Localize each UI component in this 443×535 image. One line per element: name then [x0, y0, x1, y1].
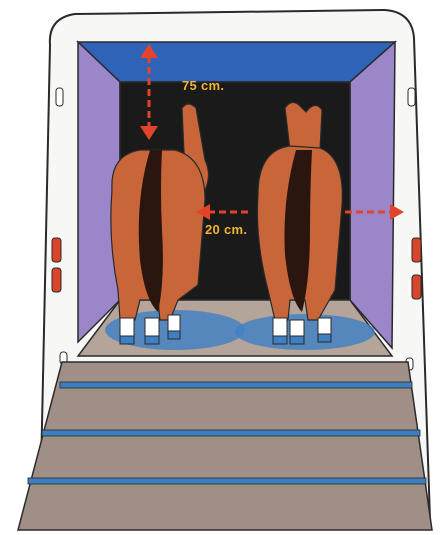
door-light-red	[412, 238, 421, 262]
floor-blue-patch	[235, 314, 375, 350]
spacing-label: 20 cm.	[205, 222, 247, 237]
door-light-white	[408, 88, 415, 106]
ramp-stripe	[60, 382, 412, 388]
door-light-white	[56, 88, 63, 106]
ramp-stripe	[28, 478, 426, 484]
trailer-right-wall	[350, 42, 395, 348]
door-light-red	[52, 268, 61, 292]
headroom-label: 75 cm.	[182, 78, 224, 93]
trailer-roof	[78, 42, 395, 82]
door-light-red	[52, 238, 61, 262]
ramp-stripe	[42, 430, 420, 436]
door-light-red	[412, 275, 421, 299]
